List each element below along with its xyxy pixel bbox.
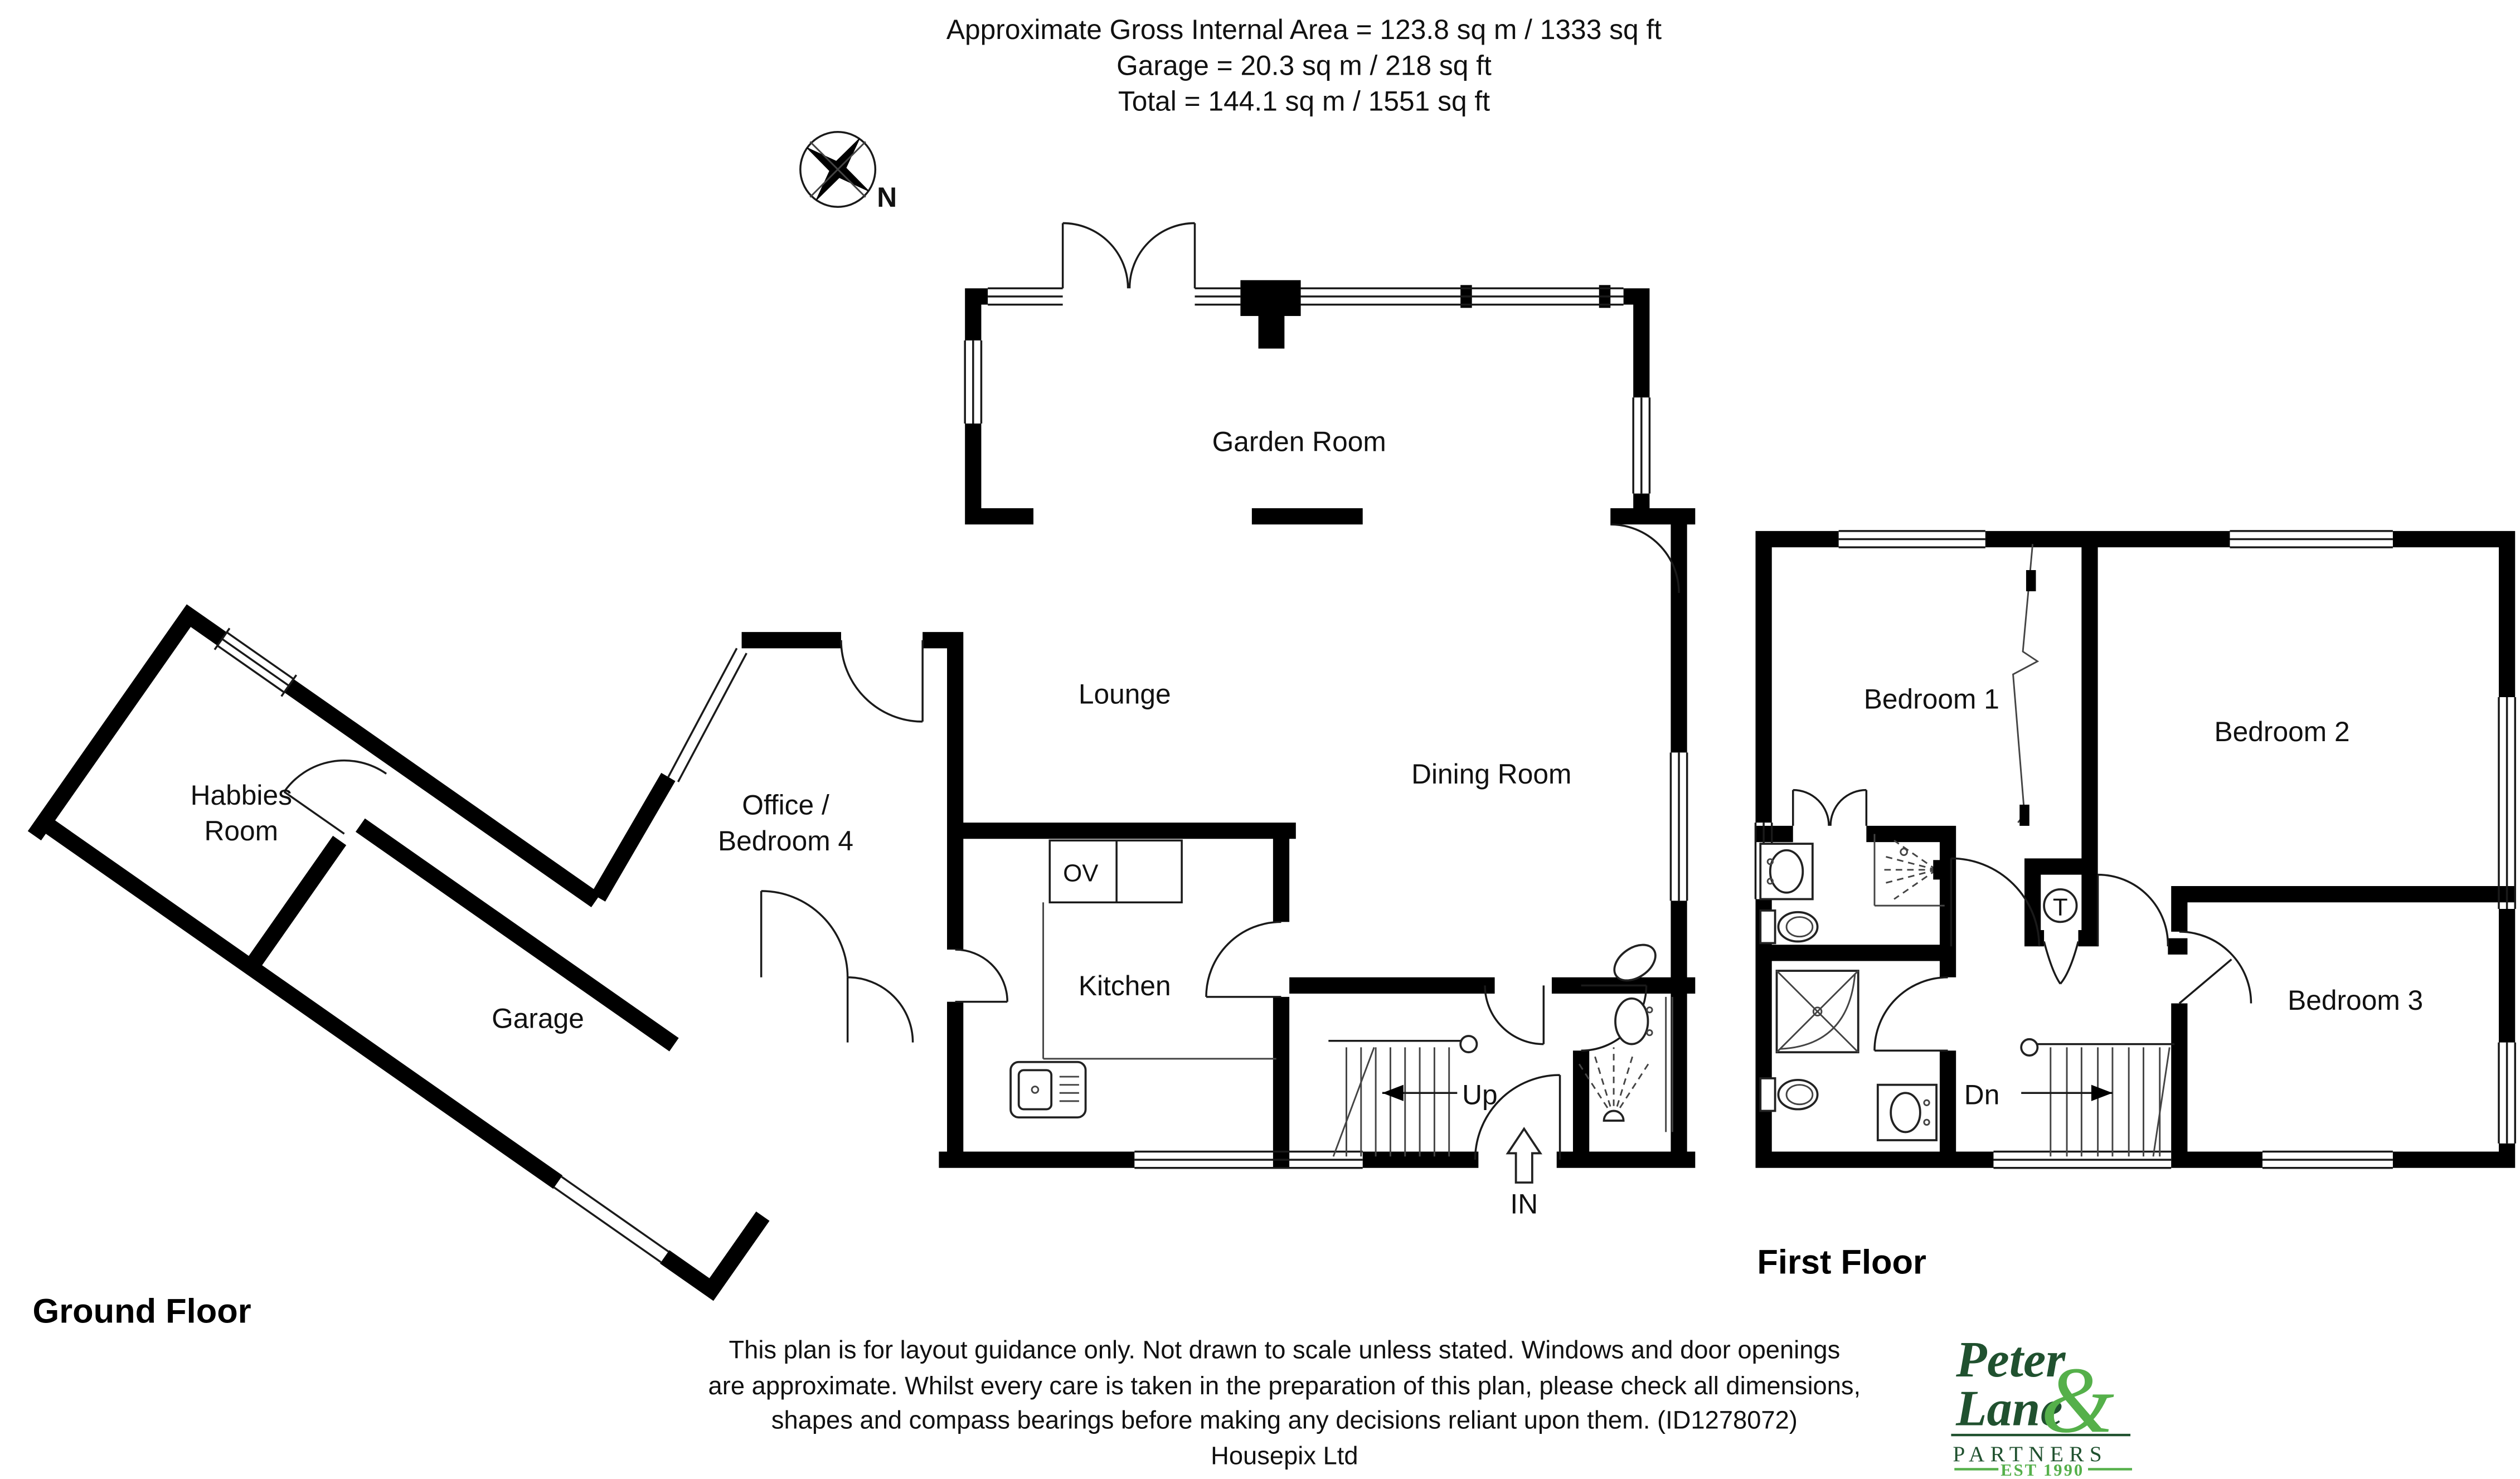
garage-label: Garage bbox=[492, 1003, 584, 1034]
shower-spray-icon bbox=[1577, 1047, 1650, 1122]
logo-name-line1: Peter bbox=[1955, 1331, 2066, 1388]
lobby-door-arc-1 bbox=[760, 890, 849, 977]
logo-partners: PARTNERS bbox=[1953, 1442, 2108, 1466]
toilet-icon bbox=[1759, 1077, 1819, 1112]
pier-stem bbox=[1258, 313, 1285, 349]
garage-wing bbox=[27, 604, 770, 1301]
bedroom2-label: Bedroom 2 bbox=[2214, 716, 2349, 747]
ground-bathroom-fixtures bbox=[1577, 943, 1673, 1132]
tank-circle bbox=[2043, 888, 2078, 923]
kitchen-label: Kitchen bbox=[1079, 970, 1171, 1001]
garden-room-label: Garden Room bbox=[1212, 426, 1386, 458]
logo-name-line2: Lane bbox=[1955, 1380, 2062, 1437]
french-doors bbox=[1061, 222, 1196, 289]
first-floor-walls bbox=[1755, 531, 2516, 1168]
logo-ampersand: & bbox=[2041, 1347, 2114, 1452]
header-area: Approximate Gross Internal Area = 123.8 … bbox=[946, 14, 1662, 117]
ground-floor-plan: Up IN Garden Room Lounge Dining Room Kit… bbox=[591, 222, 1696, 1220]
compass-icon: N bbox=[799, 131, 897, 213]
bedroom2-door-arc bbox=[2096, 873, 2169, 947]
stairs-down-label: Dn bbox=[1964, 1079, 2000, 1111]
entrance-door-arc bbox=[1474, 1074, 1561, 1160]
dining-room-label: Dining Room bbox=[1411, 758, 1571, 790]
entrance-label: IN bbox=[1510, 1189, 1538, 1220]
pier bbox=[1240, 280, 1301, 317]
lobby-kitchen-door-arc bbox=[955, 948, 1008, 1003]
logo-established: EST 1990 bbox=[2001, 1461, 2084, 1479]
hall-door-arc bbox=[1484, 985, 1545, 1045]
stairs-up bbox=[1328, 1035, 1478, 1157]
habbies-door-arc bbox=[283, 759, 387, 835]
oven-label: OV bbox=[1063, 859, 1099, 887]
partition-tick bbox=[2026, 570, 2036, 592]
basin-icon bbox=[1613, 943, 1657, 982]
bathroom-fixtures bbox=[1759, 970, 1938, 1141]
toilet-icon bbox=[1759, 909, 1819, 945]
sink-icon bbox=[1614, 997, 1649, 1045]
bedroom1-label: Bedroom 1 bbox=[1864, 683, 1999, 714]
habbies-room-label-line1: Habbies bbox=[191, 780, 292, 811]
stairs-up-label: Up bbox=[1462, 1079, 1498, 1111]
ground-floor-walls bbox=[591, 288, 1696, 1168]
agent-logo: Peter Lane & PARTNERS EST 1990 bbox=[1951, 1331, 2133, 1479]
kitchen-door-arc bbox=[1205, 921, 1281, 998]
sink-icon bbox=[1759, 843, 1814, 901]
footer-disclaimer: This plan is for layout guidance only. N… bbox=[708, 1336, 1861, 1470]
first-floor-title: First Floor bbox=[1757, 1243, 1926, 1282]
first-floor-plan: T Dn bbox=[1754, 530, 2516, 1169]
office-door-arc bbox=[840, 640, 924, 723]
ground-floor-title: Ground Floor bbox=[32, 1292, 251, 1330]
wing-window-lines bbox=[213, 627, 669, 1263]
disclaimer-line-1: This plan is for layout guidance only. N… bbox=[729, 1336, 1840, 1364]
corner-shower-icon bbox=[1775, 970, 1859, 1054]
disclaimer-line-3: shapes and compass bearings before makin… bbox=[771, 1405, 1798, 1434]
partition-tick bbox=[2019, 804, 2029, 826]
window-lines bbox=[667, 287, 1688, 1169]
office-label-line2: Bedroom 4 bbox=[718, 825, 853, 857]
disclaimer-line-2: are approximate. Whilst every care is ta… bbox=[708, 1371, 1861, 1400]
stairs-down bbox=[2020, 1038, 2175, 1157]
kitchen-counter bbox=[1042, 839, 1276, 1060]
bedroom1-door-arc bbox=[1950, 857, 2041, 947]
compass-north-label: N bbox=[877, 182, 897, 213]
bedroom3-label: Bedroom 3 bbox=[2288, 985, 2423, 1016]
sink-icon bbox=[1876, 1083, 1938, 1141]
cupboard-doors bbox=[2043, 941, 2080, 985]
header-line-2: Garage = 20.3 sq m / 218 sq ft bbox=[1116, 50, 1492, 81]
dining-door-arc bbox=[1610, 523, 1680, 593]
bathroom-door-arc bbox=[1873, 976, 1948, 1052]
habbies-room-label-line2: Room bbox=[205, 815, 279, 846]
wing-walls bbox=[27, 604, 770, 1301]
bedroom3-door-arc bbox=[2178, 931, 2252, 1004]
first-floor-window-lines bbox=[1754, 530, 2516, 1169]
office-label-line1: Office / bbox=[742, 789, 829, 820]
ensuite-double-doors bbox=[1791, 789, 1868, 826]
header-line-3: Total = 144.1 sq m / 1551 sq ft bbox=[1118, 86, 1490, 117]
disclaimer-line-4: Housepix Ltd bbox=[1211, 1442, 1358, 1470]
lobby-door-arc-2 bbox=[846, 976, 914, 1043]
header-line-1: Approximate Gross Internal Area = 123.8 … bbox=[946, 14, 1662, 45]
kitchen-sink-icon bbox=[1009, 1060, 1087, 1119]
ensuite-fixtures bbox=[1759, 834, 1945, 945]
tank-label: T bbox=[2053, 894, 2068, 921]
shower-screen bbox=[1665, 996, 1673, 1132]
shower-spray-icon bbox=[1873, 834, 1945, 907]
lounge-label: Lounge bbox=[1079, 679, 1171, 710]
entrance-arrow-icon bbox=[1506, 1127, 1543, 1184]
